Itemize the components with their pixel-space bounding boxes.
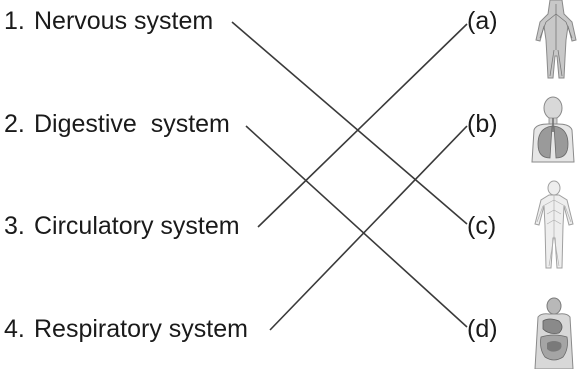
left-item-text: Digestive system	[34, 110, 230, 138]
right-label-d: (d)	[467, 315, 498, 343]
left-item-number: 1.	[4, 7, 25, 35]
right-label-b: (b)	[467, 110, 498, 138]
match-line-1-c	[231, 21, 468, 225]
circulatory-system-figure	[535, 0, 577, 79]
left-item-2: 2. Digestive system	[4, 109, 230, 139]
right-label-a: (a)	[467, 7, 498, 35]
left-item-text: Respiratory system	[34, 315, 248, 343]
match-line-3-a	[257, 23, 468, 228]
nervous-system-figure	[534, 180, 574, 269]
left-item-3: 3. Circulatory system	[4, 211, 240, 241]
respiratory-system-figure	[531, 96, 575, 163]
left-item-4: 4. Respiratory system	[4, 314, 248, 344]
match-line-4-b	[269, 125, 468, 331]
left-item-number: 3.	[4, 212, 25, 240]
right-label-c: (c)	[467, 212, 497, 240]
match-line-2-d	[245, 125, 468, 328]
left-item-number: 2.	[4, 110, 25, 138]
left-item-1: 1. Nervous system	[4, 6, 213, 36]
left-item-number: 4.	[4, 315, 25, 343]
digestive-system-figure	[534, 297, 574, 369]
left-item-text: Nervous system	[34, 7, 214, 35]
left-item-text: Circulatory system	[34, 212, 240, 240]
